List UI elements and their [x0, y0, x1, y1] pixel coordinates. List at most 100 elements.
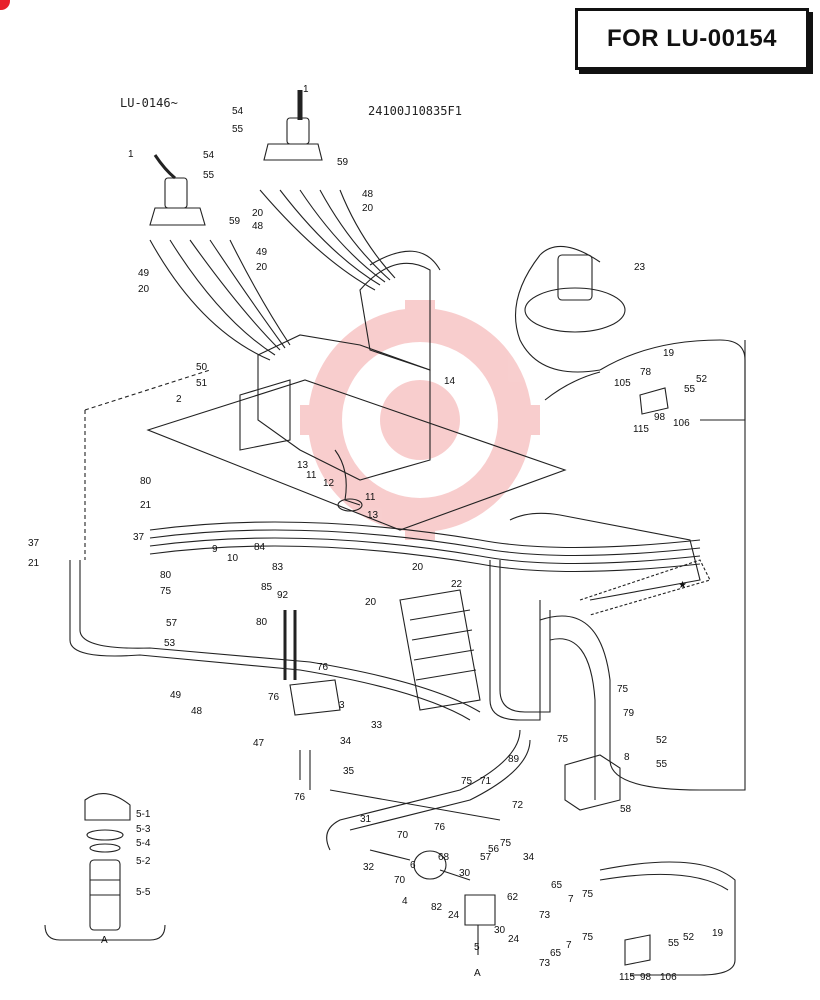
callout-55: 55: [232, 124, 244, 135]
callout-73: 73: [539, 910, 551, 921]
callout-13: 13: [367, 510, 379, 521]
callout-33: 33: [371, 720, 383, 731]
callout-55: 55: [656, 759, 668, 770]
operator-seat-console: [257, 334, 431, 481]
star-reference-panel: [579, 559, 711, 616]
callout-31: 31: [360, 814, 372, 825]
part-number: 24100J10835F1: [368, 104, 462, 118]
callout-115: 115: [619, 972, 635, 983]
floor-plate: [146, 379, 567, 531]
callout-48: 48: [191, 706, 203, 717]
callout-A: A: [474, 968, 481, 979]
callout-70: 70: [397, 830, 409, 841]
filter-housing-5: [464, 894, 496, 926]
left-joystick-lever: [153, 154, 176, 180]
callout-37: 37: [133, 532, 145, 543]
callout-92: 92: [277, 590, 289, 601]
callout-98: 98: [654, 412, 666, 423]
model-box: FOR LU-00154: [575, 8, 809, 70]
callout-57: 57: [480, 852, 492, 863]
callout-78: 78: [640, 367, 652, 378]
callout-star: ★: [678, 580, 687, 591]
callout-3: 3: [339, 700, 345, 711]
callout-30: 30: [494, 925, 506, 936]
callout-35: 35: [343, 766, 355, 777]
callout-53: 53: [164, 638, 176, 649]
callout-21: 21: [28, 558, 40, 569]
callout-32: 32: [363, 862, 375, 873]
callout-73: 73: [539, 958, 551, 969]
callout-4: 4: [402, 896, 408, 907]
callout-52: 52: [683, 932, 695, 943]
callout-20: 20: [362, 203, 374, 214]
callout-20: 20: [365, 597, 377, 608]
callout-37: 37: [28, 538, 40, 549]
callout-5-3: 5-3: [136, 824, 151, 835]
callout-62: 62: [507, 892, 519, 903]
callout-47: 47: [253, 738, 265, 749]
callout-5-1: 5-1: [136, 809, 151, 820]
callout-5-5: 5-5: [136, 887, 151, 898]
long-hose-right: [539, 340, 746, 791]
callout-76: 76: [317, 662, 329, 673]
bracket-98-upper: [639, 387, 669, 415]
callout-54: 54: [203, 150, 215, 161]
callout-70: 70: [394, 875, 406, 886]
callout-55: 55: [668, 938, 680, 949]
callout-24: 24: [508, 934, 520, 945]
callout-65: 65: [551, 880, 563, 891]
callout-12: 12: [323, 478, 335, 489]
valve-block-3: [289, 679, 341, 716]
callout-83: 83: [272, 562, 284, 573]
main-hose-harness: [149, 521, 701, 549]
callout-75: 75: [461, 776, 473, 787]
callout-84: 84: [254, 542, 266, 553]
callout-7: 7: [566, 940, 572, 951]
callout-48: 48: [362, 189, 374, 200]
callout-5-4: 5-4: [136, 838, 151, 849]
hose-19-lower: [599, 861, 736, 976]
callout-65: 65: [550, 948, 562, 959]
callout-106: 106: [673, 418, 690, 429]
callout-85: 85: [261, 582, 273, 593]
callout-20: 20: [412, 562, 424, 573]
return-hose-bundle: [509, 512, 701, 601]
callout-49: 49: [170, 690, 182, 701]
callout-76: 76: [434, 822, 446, 833]
callout-2: 2: [176, 394, 182, 405]
filter-6: [413, 850, 447, 880]
callout-75: 75: [160, 586, 172, 597]
callout-5: 5: [474, 942, 480, 953]
callout-1: 1: [128, 149, 134, 160]
callout-75: 75: [500, 838, 512, 849]
callout-21: 21: [140, 500, 152, 511]
callout-89: 89: [508, 754, 520, 765]
pilot-valve-block: [239, 379, 291, 451]
callout-10: 10: [227, 553, 239, 564]
callout-5-2: 5-2: [136, 856, 151, 867]
callout-49: 49: [138, 268, 150, 279]
callout-7: 7: [568, 894, 574, 905]
callout-8: 8: [624, 752, 630, 763]
callout-20: 20: [252, 208, 264, 219]
callout-49: 49: [256, 247, 268, 258]
callout-55: 55: [684, 384, 696, 395]
control-valve-manifold: [399, 589, 481, 711]
callout-80: 80: [256, 617, 268, 628]
callout-20: 20: [256, 262, 268, 273]
callout-75: 75: [557, 734, 569, 745]
callout-1: 1: [303, 84, 309, 95]
right-pilot-hoses: [259, 189, 396, 291]
callout-59: 59: [229, 216, 241, 227]
callout-76: 76: [294, 792, 306, 803]
left-pilot-hoses: [149, 239, 291, 361]
callout-52: 52: [656, 735, 668, 746]
callout-106: 106: [660, 972, 677, 983]
callout-59: 59: [337, 157, 349, 168]
callout-6: 6: [410, 860, 416, 871]
callout-72: 72: [512, 800, 524, 811]
callout-19: 19: [712, 928, 724, 939]
callout-55: 55: [203, 170, 215, 181]
